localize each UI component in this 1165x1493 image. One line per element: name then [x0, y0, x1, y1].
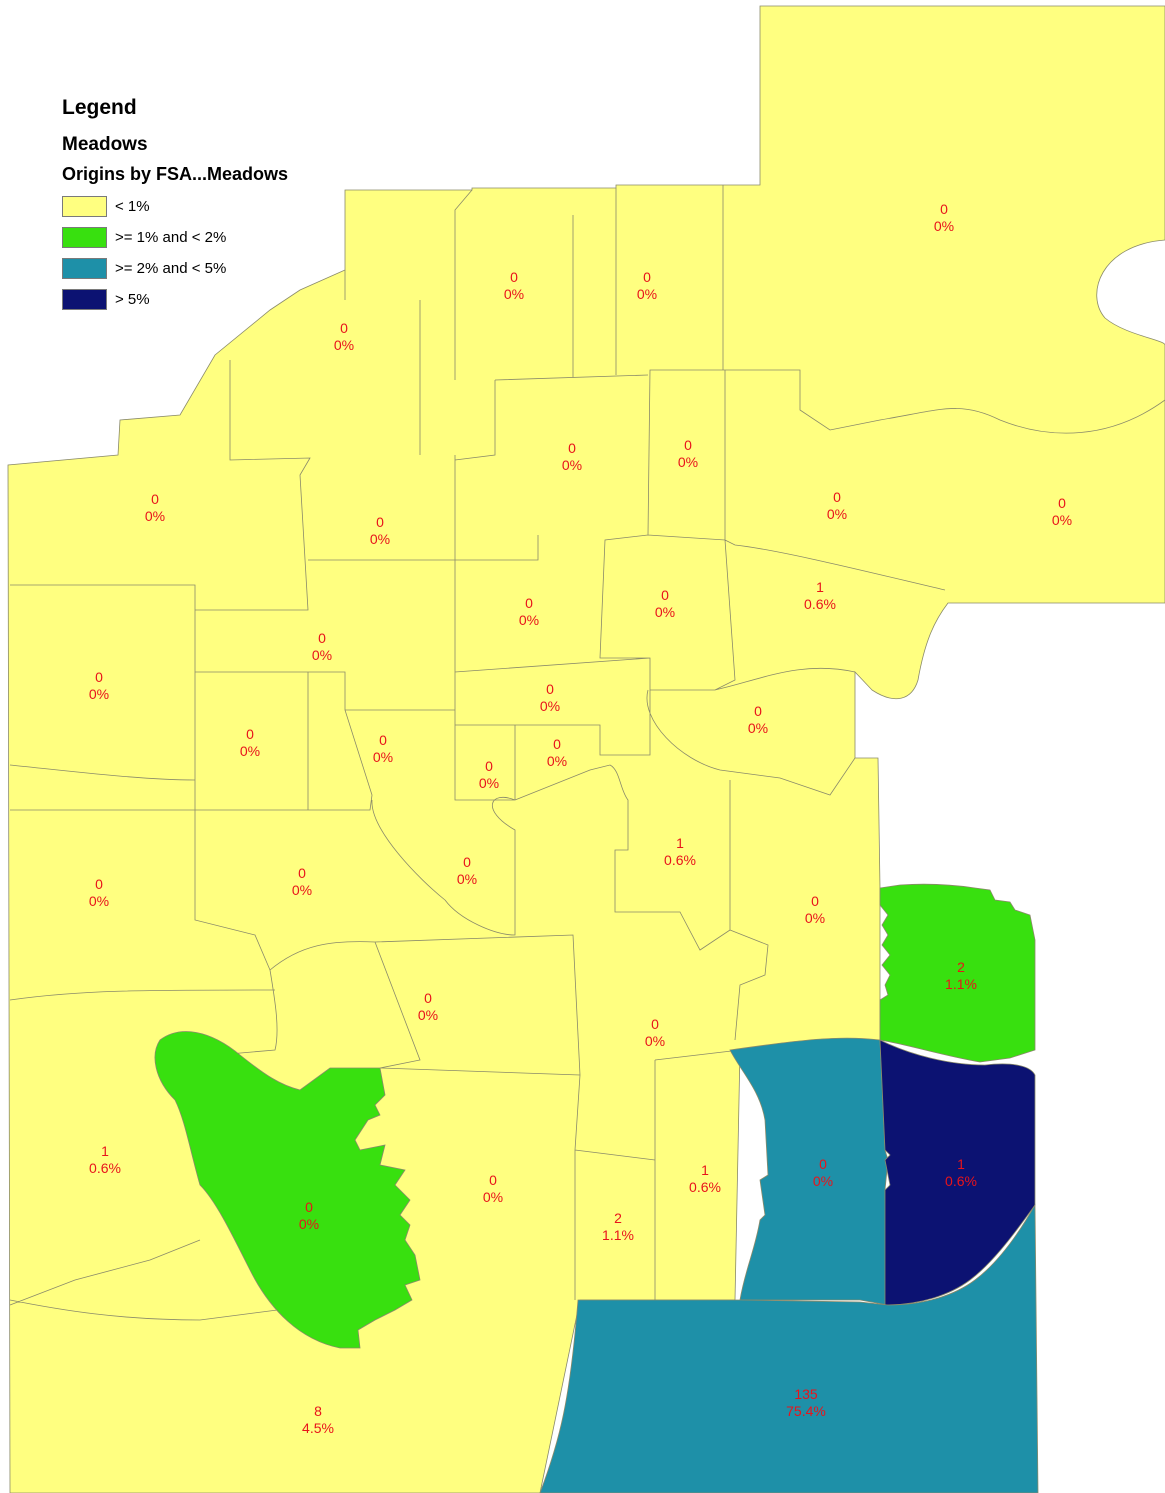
region-fill-green-sw	[154, 1031, 421, 1349]
region-fill-green-e	[879, 883, 1036, 1063]
map-legend: Legend Meadows Origins by FSA...Meadows …	[62, 96, 288, 315]
boundary-lines	[9, 185, 1165, 1321]
legend-swatch	[62, 258, 107, 279]
legend-item: >= 1% and < 2%	[62, 222, 288, 253]
legend-swatch	[62, 196, 107, 217]
legend-item-label: < 1%	[115, 198, 150, 215]
legend-item: > 5%	[62, 284, 288, 315]
region-fill-teal-south	[539, 1203, 1039, 1493]
legend-field-name: Origins by FSA...Meadows	[62, 164, 289, 184]
region-fill-navy	[879, 1039, 1036, 1306]
region-fill-teal-center	[729, 1037, 889, 1306]
legend-item: >= 2% and < 5%	[62, 253, 288, 284]
legend-swatch	[62, 289, 107, 310]
legend-title: Legend	[62, 96, 137, 119]
legend-item: < 1%	[62, 191, 288, 222]
legend-item-label: >= 2% and < 5%	[115, 260, 227, 277]
legend-item-label: >= 1% and < 2%	[115, 229, 227, 246]
legend-layer-name: Meadows	[62, 134, 148, 155]
legend-swatch	[62, 227, 107, 248]
legend-item-label: > 5%	[115, 291, 150, 308]
